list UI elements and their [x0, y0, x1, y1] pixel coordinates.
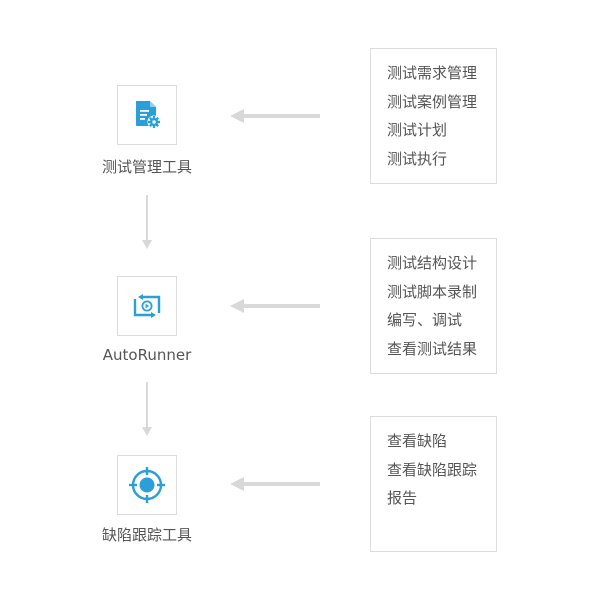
tool-label-defect-tracking: 缺陷跟踪工具 [101, 526, 192, 544]
down-arrow-1 [142, 195, 152, 249]
tool-label-test-management: 测试管理工具 [101, 158, 192, 176]
feature-item: 查看缺陷 [387, 432, 448, 450]
tool-box-test-management [117, 85, 177, 145]
feature-item: 编写、调试 [387, 311, 463, 329]
left-arrow-1 [230, 109, 320, 123]
feature-item: 报告 [387, 489, 418, 507]
document-gear-icon [136, 101, 161, 129]
feature-item: 测试结构设计 [387, 254, 478, 272]
tool-box-defect-tracking [117, 455, 177, 515]
feature-box-test-management: 测试需求管理 测试案例管理 测试计划 测试执行 [370, 48, 497, 184]
left-arrow-3 [230, 477, 320, 491]
feature-item: 测试需求管理 [387, 64, 478, 82]
left-arrow-2 [230, 299, 320, 313]
tool-box-autorunner [117, 276, 177, 336]
play-loop-icon [133, 294, 161, 318]
feature-box-defect-tracking: 查看缺陷 查看缺陷跟踪 报告 [370, 416, 497, 552]
feature-item: 查看测试结果 [387, 339, 478, 358]
feature-item: 测试计划 [387, 121, 448, 139]
feature-box-autorunner: 测试结构设计 测试脚本录制 编写、调试 查看测试结果 [370, 238, 497, 374]
down-arrow-2 [142, 382, 152, 436]
target-icon [129, 467, 165, 503]
tool-label-autorunner: AutoRunner [102, 346, 192, 364]
feature-item: 测试案例管理 [387, 92, 478, 111]
feature-item: 测试执行 [387, 149, 448, 168]
feature-item: 测试脚本录制 [387, 282, 478, 301]
feature-item: 查看缺陷跟踪 [387, 460, 478, 479]
